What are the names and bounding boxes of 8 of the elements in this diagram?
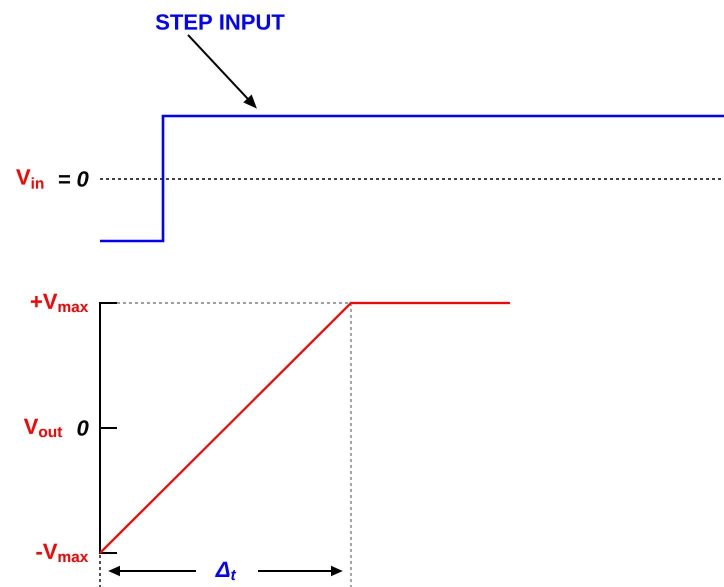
dimension-label: Δ$_{t}$ — [215, 562, 236, 580]
step-input-waveform — [100, 114, 724, 242]
tick-label: -V$_{max}$ — [36, 544, 88, 562]
axis-label: V$_{in}$ — [16, 169, 44, 189]
axis-label: V$_{out}$ — [24, 418, 62, 438]
title-label: STEP INPUT — [156, 14, 285, 30]
tick-label: 0 — [77, 420, 89, 436]
tick-label: +V$_{max}$ — [30, 294, 88, 312]
